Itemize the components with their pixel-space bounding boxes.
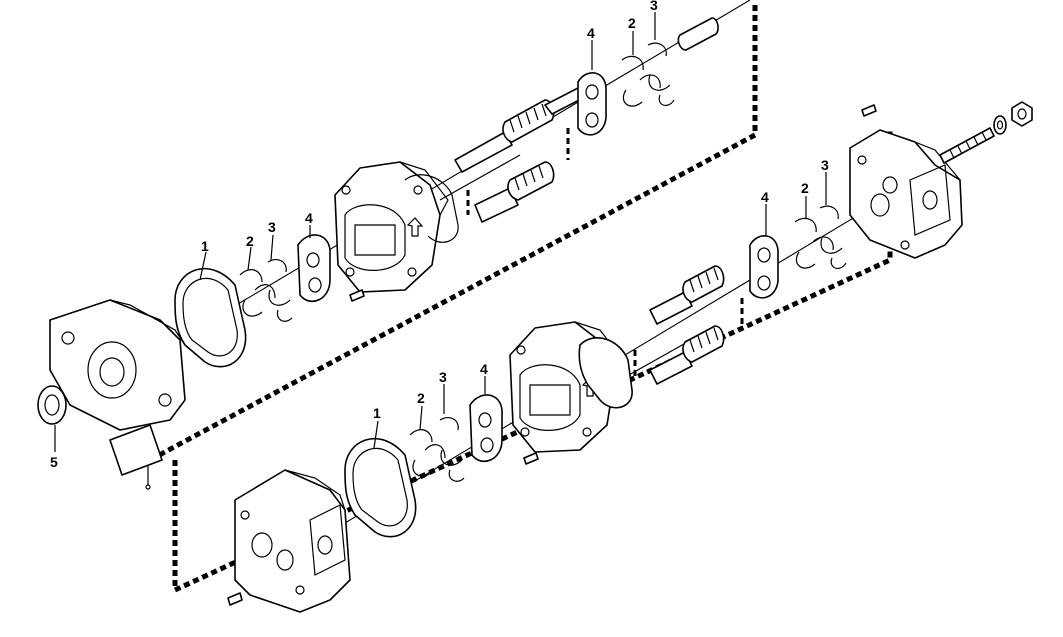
callout-4-lower-right: 4: [761, 189, 769, 205]
callout-3-lower-left: 3: [439, 369, 447, 385]
callout-3-upper-left: 3: [268, 219, 276, 235]
section-connector-upper: [148, 5, 758, 463]
callout-leaders: [54, 12, 827, 452]
seal-clips-lower-right: [794, 205, 847, 270]
wear-plate-upper-right: [577, 72, 607, 136]
callout-2-lower-left: 2: [417, 390, 425, 406]
callout-2-upper-left: 2: [246, 233, 254, 249]
sleeve-bushing-upper: [677, 17, 719, 51]
rear-cover-upper-right: [849, 129, 963, 259]
callout-1-upper: 1: [201, 238, 209, 254]
callout-5: 5: [50, 454, 58, 470]
gear-housing-upper: [334, 161, 449, 293]
dowel-pin-upper: [349, 289, 365, 302]
seal-clips-upper-left: [239, 259, 293, 322]
hex-nut: [1011, 101, 1033, 127]
callout-4-lower-left: 4: [480, 361, 488, 377]
washer: [993, 115, 1007, 135]
rear-cover-lower: [234, 469, 351, 613]
tie-bolt: [939, 127, 995, 164]
callout-4-upper-left: 4: [305, 210, 313, 226]
callout-3-lower-right: 3: [821, 157, 829, 173]
callout-numbers: 1 2 3 4 4 2 3 5 1 2 3 4 4 2 3: [50, 0, 829, 470]
seal-clips-upper-right: [621, 42, 675, 107]
mounting-flange: [49, 299, 186, 431]
wear-plate-lower-left: [469, 394, 503, 463]
callout-3-upper-right: 3: [650, 0, 658, 13]
gasket-ring-upper: [174, 267, 247, 368]
seal-clips-lower-left: [409, 417, 465, 482]
callout-4-upper-right: 4: [587, 25, 595, 41]
shaft-seal: [37, 385, 67, 425]
drive-gear-shaft: [454, 86, 586, 173]
dowel-pin-lower: [523, 452, 539, 465]
back-gasket-lower: [578, 336, 633, 409]
dowel-pin-upper-right: [861, 104, 877, 117]
identification-plate: [109, 424, 163, 490]
driven-gear-upper: [466, 128, 570, 223]
gear-shaft-lower-top: [649, 265, 725, 325]
wear-plate-lower-right: [749, 235, 779, 299]
dowel-pin-lower-left: [227, 592, 243, 606]
wear-plate-upper-left: [297, 234, 331, 303]
gear-shaft-lower-bottom: [633, 298, 744, 385]
gasket-ring-lower: [344, 437, 417, 538]
callout-2-lower-right: 2: [801, 180, 809, 196]
callout-1-lower: 1: [373, 405, 381, 421]
back-gasket-upper: [404, 174, 459, 243]
callout-2-upper-right: 2: [628, 15, 636, 31]
